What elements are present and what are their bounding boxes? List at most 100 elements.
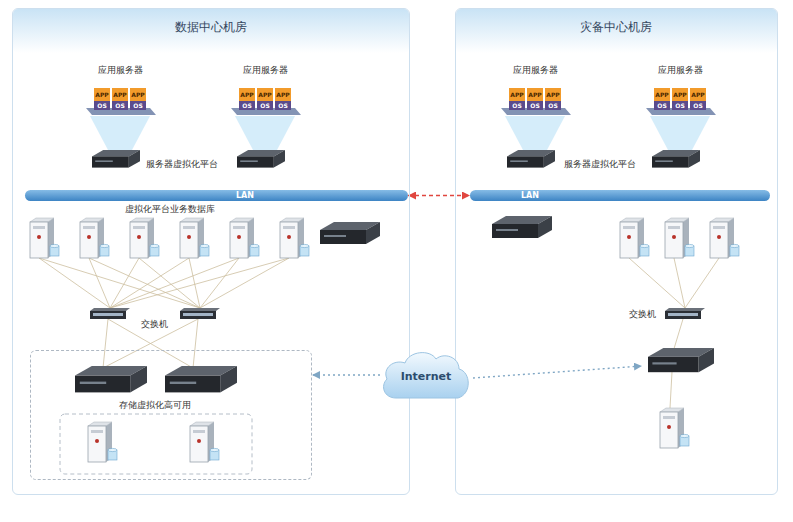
- tower-server: [130, 218, 159, 258]
- device-label: 应用服务器: [658, 65, 703, 76]
- os-tag: OS: [657, 103, 666, 109]
- rack-server: [320, 222, 380, 244]
- storage-ha-region: 存储虚拟化高可用: [30, 350, 312, 480]
- virtualization-server: [92, 150, 140, 168]
- wire: [200, 258, 289, 308]
- storage-device: [165, 366, 237, 392]
- wire: [39, 258, 110, 308]
- lan-bar: LAN: [25, 190, 408, 201]
- tower-server: [280, 218, 309, 258]
- virtualization-server: [507, 150, 555, 168]
- wire: [629, 258, 685, 308]
- storage-tower: [88, 422, 117, 462]
- switch: [180, 308, 220, 319]
- device-label: 应用服务器: [243, 65, 288, 76]
- cloud-outline: [384, 353, 469, 398]
- os-tag: OS: [675, 103, 684, 109]
- os-tag: OS: [693, 103, 702, 109]
- lan-label: LAN: [236, 190, 254, 201]
- tower-server: [230, 218, 259, 258]
- internet-cloud: Internet: [380, 348, 472, 400]
- app-tag: APP: [528, 92, 541, 98]
- app-tag: APP: [655, 92, 668, 98]
- os-tag: OS: [530, 103, 539, 109]
- replication-arrow: [473, 366, 642, 378]
- os-tag: OS: [242, 103, 251, 109]
- internet-link-arrow: [312, 374, 380, 376]
- lan-link-arrow: [408, 195, 470, 197]
- room-title: 数据中心机房: [175, 20, 247, 34]
- wire: [110, 258, 239, 308]
- os-tag: OS: [133, 103, 142, 109]
- app-tag: APP: [113, 92, 126, 98]
- wire: [110, 258, 189, 308]
- cloud-label: Internet: [401, 370, 452, 383]
- wire: [670, 372, 672, 408]
- app-server-group: [86, 88, 156, 150]
- tower-server: [80, 218, 109, 258]
- storage-device: [75, 366, 147, 392]
- wire: [89, 258, 200, 308]
- panel-ground: [12, 8, 410, 495]
- wire: [110, 258, 289, 308]
- device-label: 应用服务器: [513, 65, 558, 76]
- app-tag: APP: [510, 92, 523, 98]
- wire: [89, 258, 110, 308]
- os-tag: OS: [278, 103, 287, 109]
- app-server-group: [646, 88, 716, 150]
- switch-label: 交换机: [140, 319, 169, 330]
- app-tag: APP: [240, 92, 253, 98]
- room-title: 灾备中心机房: [580, 20, 652, 34]
- wire: [103, 319, 108, 368]
- app-tag: APP: [95, 92, 108, 98]
- room-panel: 数据中心机房 LAN 存储虚拟化高可用: [12, 8, 410, 495]
- app-tag: APP: [276, 92, 289, 98]
- os-tag: OS: [260, 103, 269, 109]
- rack-server: [492, 216, 552, 238]
- wire: [200, 258, 239, 308]
- os-tag: OS: [512, 103, 521, 109]
- wire: [39, 258, 200, 308]
- room-panel: 灾备中心机房 LAN: [455, 8, 778, 495]
- storage-tower: [190, 422, 219, 462]
- app-tag: APP: [691, 92, 704, 98]
- storage-device: [648, 348, 714, 372]
- network-wires: [39, 258, 719, 408]
- panel-header: [456, 9, 777, 53]
- wire: [139, 258, 200, 308]
- wire: [193, 319, 198, 368]
- panel-header: [13, 9, 409, 53]
- region-label: 存储虚拟化高可用: [119, 400, 191, 411]
- lan-label: LAN: [521, 190, 539, 201]
- virtualization-server: [237, 150, 285, 168]
- app-tag: APP: [673, 92, 686, 98]
- switch: [90, 308, 130, 319]
- app-tag: APP: [546, 92, 559, 98]
- wire: [103, 319, 198, 368]
- os-tag: OS: [115, 103, 124, 109]
- storage-tower: [660, 408, 689, 448]
- app-server-group: [501, 88, 571, 150]
- virtualization-server: [652, 150, 700, 168]
- tower-server: [620, 218, 649, 258]
- wire: [673, 319, 683, 352]
- tower-server: [180, 218, 209, 258]
- os-tag: OS: [97, 103, 106, 109]
- app-server-group: [231, 88, 301, 150]
- tower-server: [30, 218, 59, 258]
- device-label: 虚拟化平台业务数据库: [125, 204, 215, 215]
- tower-server: [665, 218, 694, 258]
- panel-ground: [455, 8, 778, 495]
- wire: [110, 258, 139, 308]
- switch: [665, 308, 705, 319]
- tower-server: [710, 218, 739, 258]
- os-tag: OS: [548, 103, 557, 109]
- device-label: 服务器虚拟化平台: [564, 159, 636, 170]
- inner-dashed-box: [60, 414, 252, 474]
- lan-bar: LAN: [470, 190, 770, 201]
- device-label: 应用服务器: [98, 65, 143, 76]
- switch-label: 交换机: [628, 309, 657, 320]
- app-tag: APP: [131, 92, 144, 98]
